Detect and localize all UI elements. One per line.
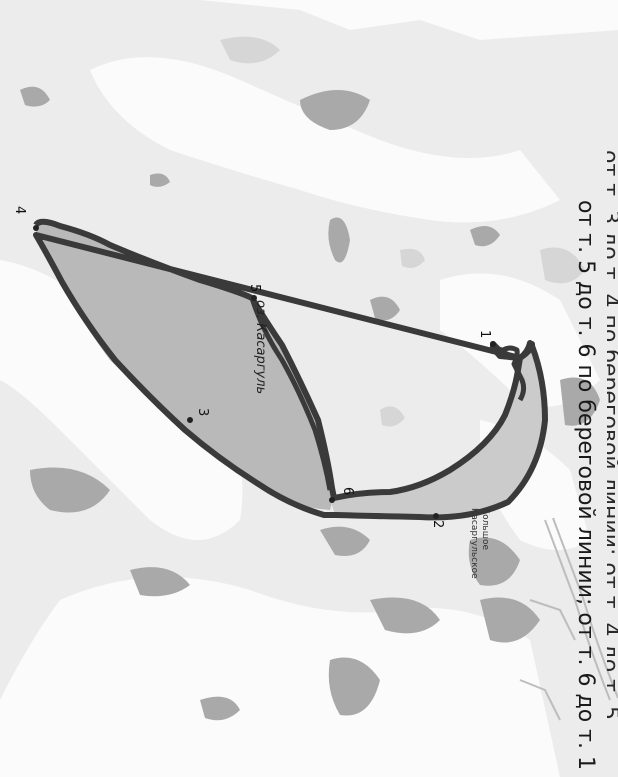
channel-area xyxy=(330,345,545,517)
point-label-6: 6 xyxy=(340,487,355,496)
point-label-2: 2 xyxy=(430,520,445,529)
dark-patches xyxy=(20,86,600,721)
village-label-line-1: Большое xyxy=(480,508,490,551)
road xyxy=(519,517,618,721)
village-label: Большое Касаргульское xyxy=(468,508,490,579)
lake-area xyxy=(36,221,335,510)
point-label-5: 5 xyxy=(247,284,262,293)
boundary-loop xyxy=(491,343,527,402)
point-label-4: 4 xyxy=(12,206,27,215)
caption-line-2: от т. 5 до т. 6 по береговой линии; от т… xyxy=(573,200,598,770)
lake-label: оз. Касаргуль xyxy=(253,300,268,395)
point-label-3: 3 xyxy=(195,408,210,417)
light-patches xyxy=(220,36,585,427)
point-label-1: 1 xyxy=(477,330,492,339)
lake-shoreline xyxy=(249,297,333,491)
point-markers xyxy=(33,225,496,519)
village-label-line-2: Касаргульское xyxy=(469,508,479,579)
